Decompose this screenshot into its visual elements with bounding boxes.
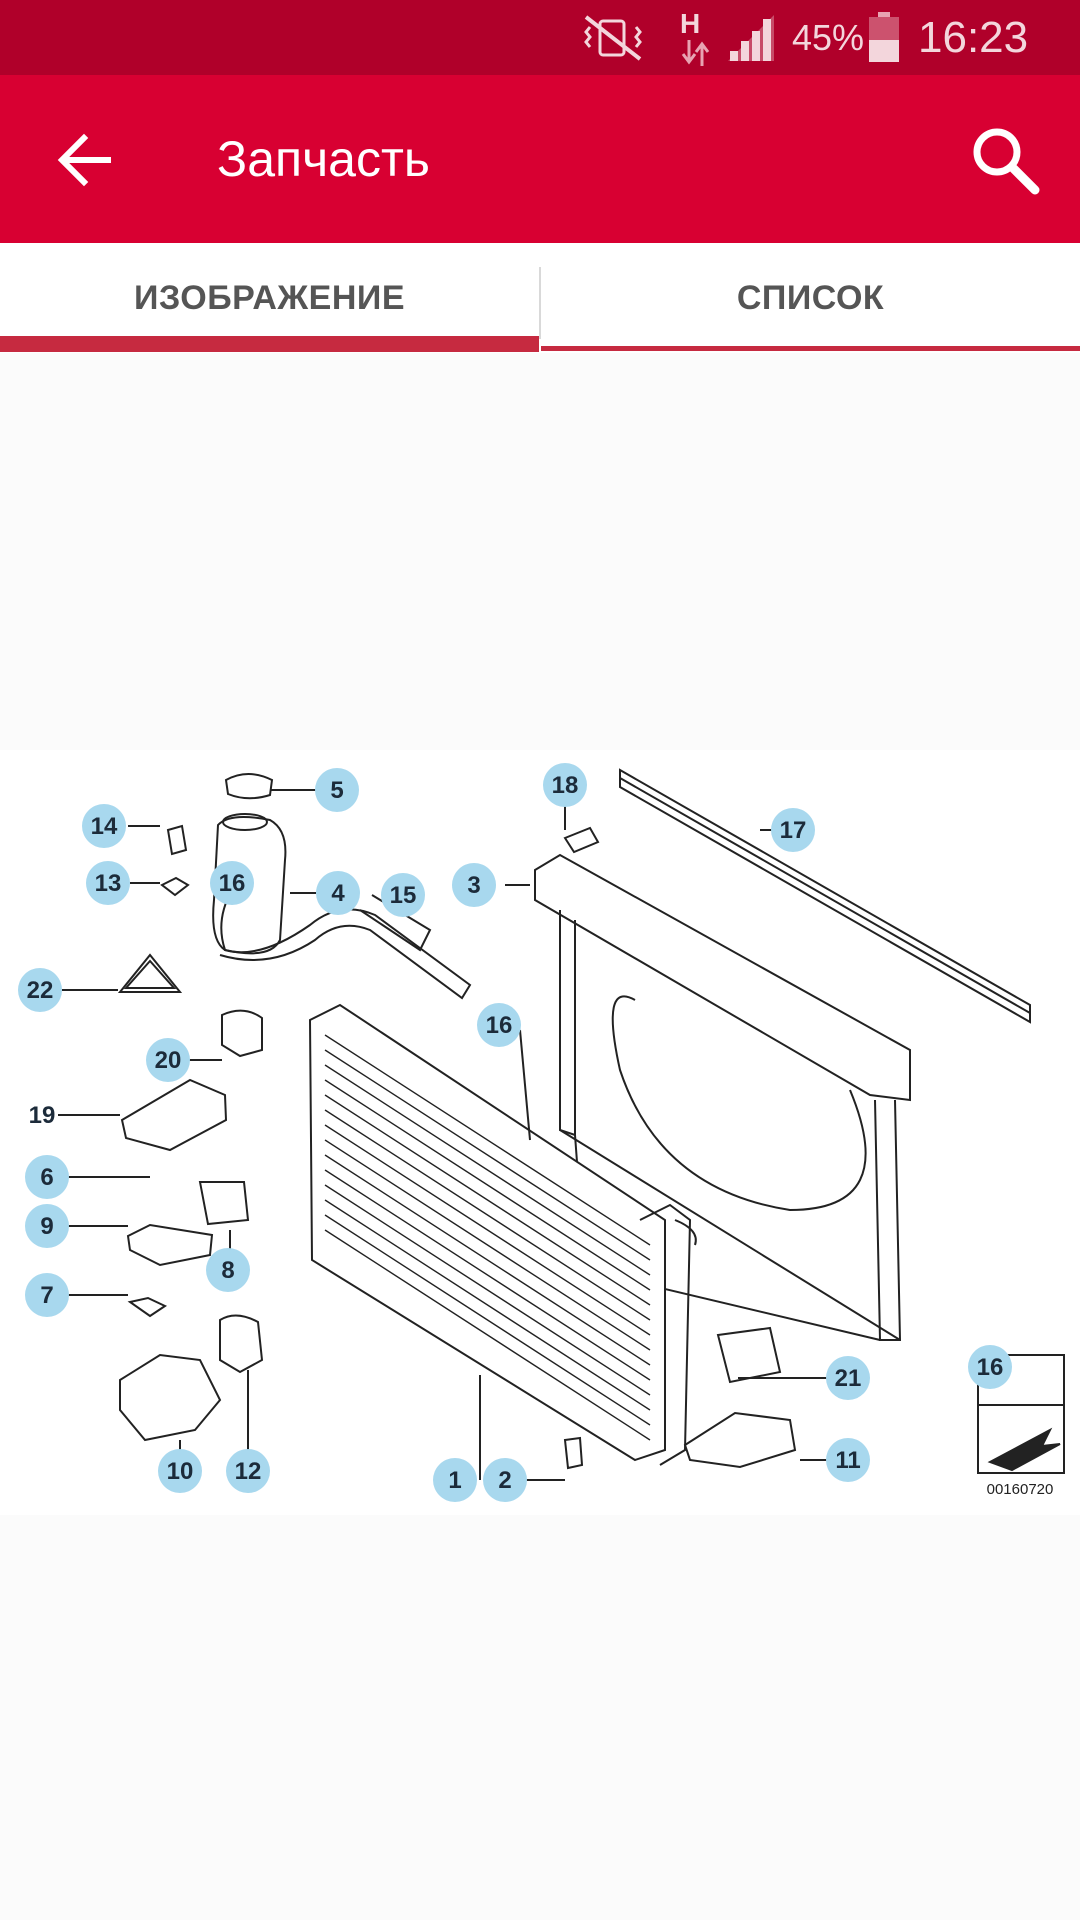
callout-number: 3 [467,872,480,899]
callout-marker [381,873,425,917]
callout-number: 16 [486,1012,513,1039]
callout-marker [452,863,496,907]
clock: 16:23 [918,12,1029,62]
callout-number: 5 [330,777,343,804]
tab-bar: ИЗОБРАЖЕНИЕ СПИСОК [0,243,1080,353]
callout-number: 2 [498,1467,511,1494]
callout-number: 17 [780,817,807,844]
callout-9[interactable]: 9 [25,1204,69,1248]
callout-18[interactable]: 18 [543,763,587,807]
tab-list[interactable]: СПИСОК [736,278,885,317]
callout-5[interactable]: 5 [315,768,359,812]
callout-marker [315,768,359,812]
callout-marker [158,1449,202,1493]
callout-marker [826,1356,870,1400]
callout-number: 6 [40,1164,53,1191]
callout-marker [25,1273,69,1317]
back-button[interactable] [50,125,120,195]
callout-number: 21 [835,1365,862,1392]
callout-marker [146,1038,190,1082]
app-toolbar: Запчасть [0,75,1080,243]
callout-21[interactable]: 21 [826,1356,870,1400]
callout-19[interactable]: 19 [29,1102,56,1129]
callout-marker [25,1204,69,1248]
callout-16[interactable]: 16 [477,1003,521,1047]
callout-7[interactable]: 7 [25,1273,69,1317]
callout-number: 12 [235,1458,262,1485]
callout-marker [210,861,254,905]
callout-number: 15 [390,882,417,909]
callout-marker [86,861,130,905]
network-type-icon: H [678,0,712,75]
selected-tab-indicator [0,336,539,352]
battery-percent: 45% [792,16,865,58]
battery-icon [867,0,901,75]
callout-12[interactable]: 12 [226,1449,270,1493]
callout-10[interactable]: 10 [158,1449,202,1493]
vibrate-mute-icon [578,0,648,75]
callout-number: 10 [167,1458,194,1485]
page-title: Запчасть [217,131,430,187]
diagram-code: 00160720 [987,1481,1054,1498]
tab-image[interactable]: ИЗОБРАЖЕНИЕ [134,278,405,317]
callout-number: 16 [977,1354,1004,1381]
callout-number: 9 [40,1213,53,1240]
search-button[interactable] [965,120,1045,200]
diagram-drawing [58,768,1065,1481]
callout-marker [968,1345,1012,1389]
callout-marker [433,1458,477,1502]
callout-14[interactable]: 14 [82,804,126,848]
callout-number: 14 [91,813,118,840]
callout-number: 19 [29,1102,56,1129]
callout-marker [18,968,62,1012]
callout-number: 20 [155,1047,182,1074]
callout-20[interactable]: 20 [146,1038,190,1082]
callout-15[interactable]: 15 [381,873,425,917]
callout-number: 22 [27,977,54,1004]
callout-number: 1 [448,1467,461,1494]
callout-22[interactable]: 22 [18,968,62,1012]
callout-marker [543,763,587,807]
callout-3[interactable]: 3 [452,863,496,907]
callout-16[interactable]: 16 [968,1345,1012,1389]
callout-6[interactable]: 6 [25,1155,69,1199]
callout-number: 7 [40,1282,53,1309]
callout-4[interactable]: 4 [316,871,360,915]
callout-11[interactable]: 11 [826,1438,870,1482]
callout-marker [826,1438,870,1482]
signal-strength-icon [726,0,776,75]
search-icon [973,128,1040,195]
callout-16[interactable]: 16 [210,861,254,905]
callout-marker [82,804,126,848]
arrow-back-icon [57,133,111,187]
callout-marker [477,1003,521,1047]
callout-marker [771,808,815,852]
callout-17[interactable]: 17 [771,808,815,852]
callout-marker [226,1449,270,1493]
callout-1[interactable]: 1 [433,1458,477,1502]
tab-divider [539,267,541,339]
callout-marker [483,1458,527,1502]
callout-number: 8 [221,1257,234,1284]
callout-number: 16 [219,870,246,897]
callout-8[interactable]: 8 [206,1248,250,1292]
tab-underline [541,346,1080,351]
callout-marker [206,1248,250,1292]
callout-13[interactable]: 13 [86,861,130,905]
callout-number: 4 [331,880,345,907]
callout-number: 18 [552,772,579,799]
callout-marker [316,871,360,915]
callout-number: 11 [835,1447,860,1474]
callout-number: 13 [95,870,122,897]
callout-marker [25,1155,69,1199]
callout-2[interactable]: 2 [483,1458,527,1502]
status-bar: H 45% 16:23 [0,0,1080,75]
